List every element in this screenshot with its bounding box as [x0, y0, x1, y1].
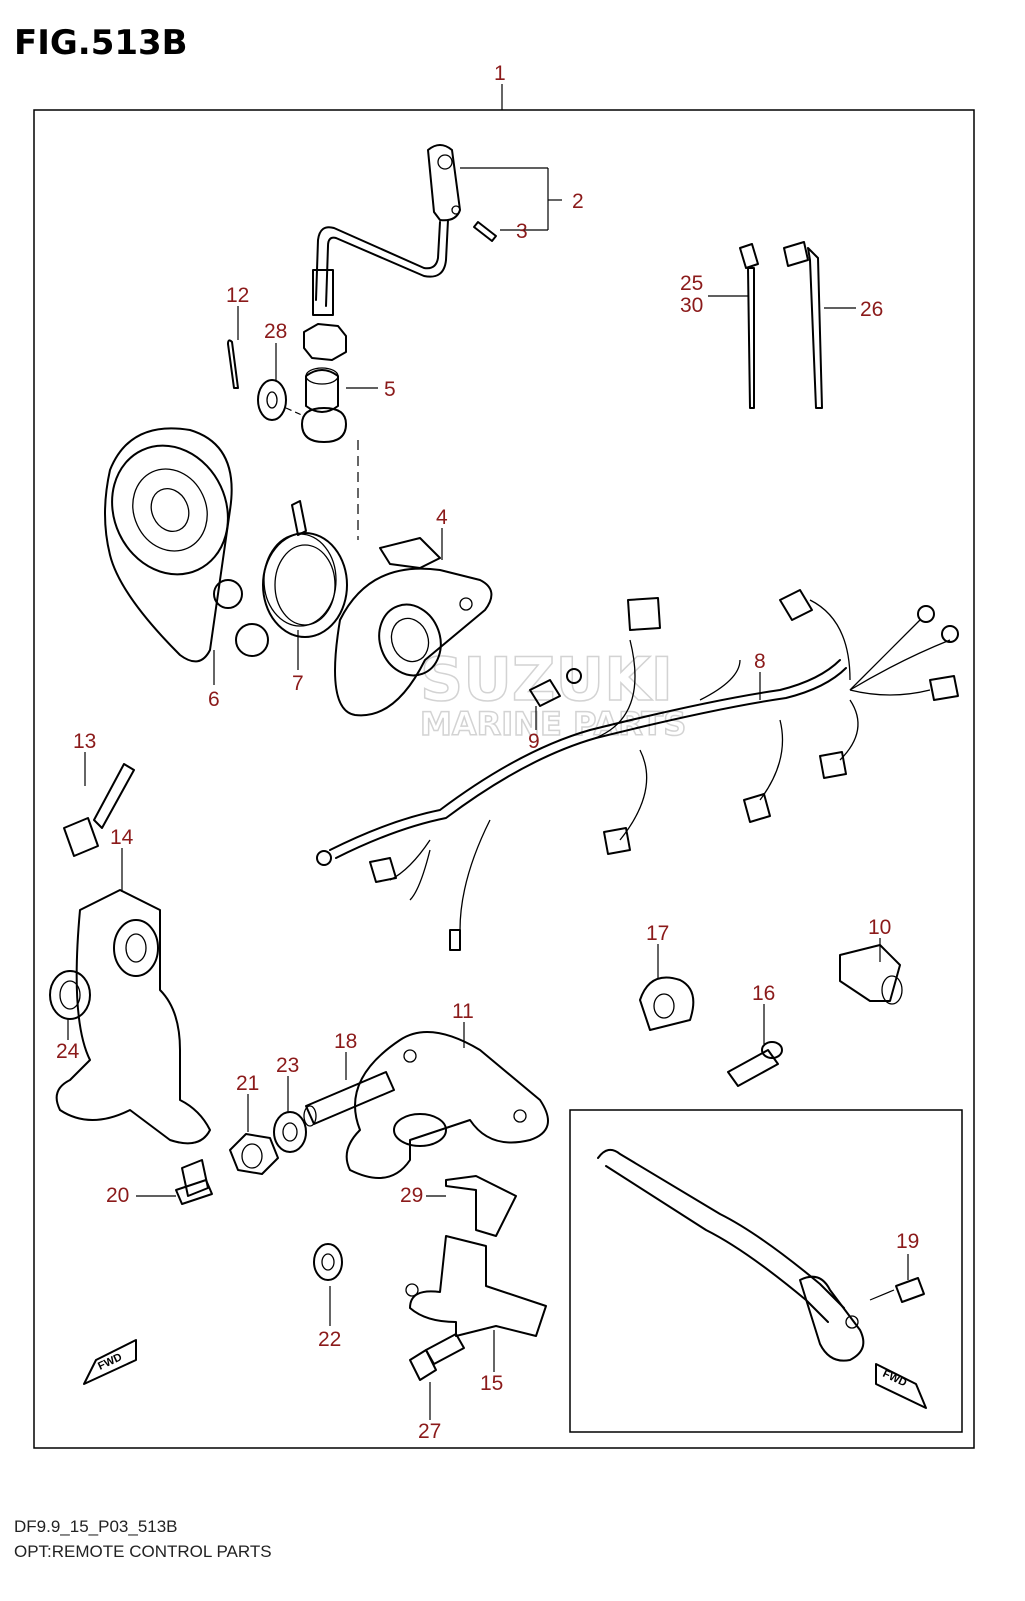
callout-26: 26 [860, 298, 883, 321]
callout-labels: 1 2 3 4 5 6 7 8 9 10 11 12 13 14 15 16 1… [56, 62, 919, 1443]
part-nut-21 [229, 1133, 279, 1175]
callout-19: 19 [896, 1230, 919, 1253]
part-plate-29 [445, 1175, 517, 1237]
part-throttle-lever [104, 427, 269, 663]
part-spring [262, 500, 348, 638]
callout-20: 20 [106, 1184, 129, 1207]
fwd-label-left: FWD [96, 1351, 124, 1372]
callout-11: 11 [452, 1000, 474, 1023]
part-bolt-27 [409, 1349, 437, 1381]
callout-9: 9 [528, 730, 540, 753]
callout-8: 8 [754, 650, 766, 673]
part-bracket-14 [55, 889, 211, 1145]
callout-17: 17 [646, 922, 669, 945]
part-cable-joint [312, 144, 497, 316]
part-washer-28 [257, 379, 287, 421]
part-bracket-11 [345, 1031, 549, 1179]
part-terminal-16 [727, 1049, 779, 1087]
part-ground-bolt [529, 679, 561, 707]
fwd-arrow-right: FWD [875, 1363, 927, 1409]
callout-23: 23 [276, 1054, 299, 1077]
part-cotter-pin [227, 339, 239, 389]
callout-12: 12 [226, 284, 249, 307]
part-bolt-20 [181, 1159, 209, 1197]
callout-5: 5 [384, 378, 396, 401]
watermark-line2: MARINE PARTS [420, 705, 686, 743]
callout-14: 14 [110, 826, 134, 849]
part-nut-joint [301, 323, 347, 443]
part-cable-tie-clip [783, 241, 823, 409]
callout-21: 21 [236, 1072, 259, 1095]
fwd-arrow-left: FWD [83, 1339, 137, 1385]
part-clamp-17 [639, 976, 695, 1031]
callout-25: 25 [680, 272, 703, 295]
main-frame [33, 109, 975, 1449]
callout-7: 7 [292, 672, 304, 695]
part-screw-13 [63, 763, 135, 857]
fwd-label-right: FWD [881, 1368, 909, 1389]
callout-6: 6 [208, 688, 220, 711]
callout-10: 10 [868, 916, 891, 939]
callout-13: 13 [73, 730, 96, 753]
part-control-plate [334, 537, 493, 717]
figure-code: DF9.9_15_P03_513B [14, 1517, 178, 1536]
callout-16: 16 [752, 982, 775, 1005]
part-washer-23 [273, 1111, 307, 1153]
part-bracket-15 [405, 1235, 547, 1337]
callout-4: 4 [436, 506, 448, 529]
callout-1: 1 [494, 62, 506, 85]
callout-24: 24 [56, 1040, 80, 1063]
figure-title: FIG.513B [14, 23, 188, 63]
callout-30: 30 [680, 294, 703, 317]
callout-29: 29 [400, 1184, 423, 1207]
callout-27: 27 [418, 1420, 441, 1443]
callout-2: 2 [572, 190, 584, 213]
callout-18: 18 [334, 1030, 357, 1053]
part-cable-tie [739, 243, 759, 409]
part-stud-18 [303, 1071, 395, 1127]
part-screw-19 [895, 1277, 925, 1303]
part-spacer-10 [839, 944, 901, 1002]
callout-22: 22 [318, 1328, 341, 1351]
watermark: SUZUKI MARINE PARTS [419, 644, 687, 744]
inset-frame [569, 1109, 963, 1433]
figure-caption: OPT:REMOTE CONTROL PARTS [14, 1542, 272, 1561]
part-wire-harness [316, 589, 959, 951]
part-throttle-rod [597, 1148, 865, 1362]
part-bushing-24 [49, 970, 91, 1020]
callout-3: 3 [516, 220, 528, 243]
callout-15: 15 [480, 1372, 503, 1395]
part-washer-22 [313, 1243, 343, 1281]
callout-28: 28 [264, 320, 287, 343]
